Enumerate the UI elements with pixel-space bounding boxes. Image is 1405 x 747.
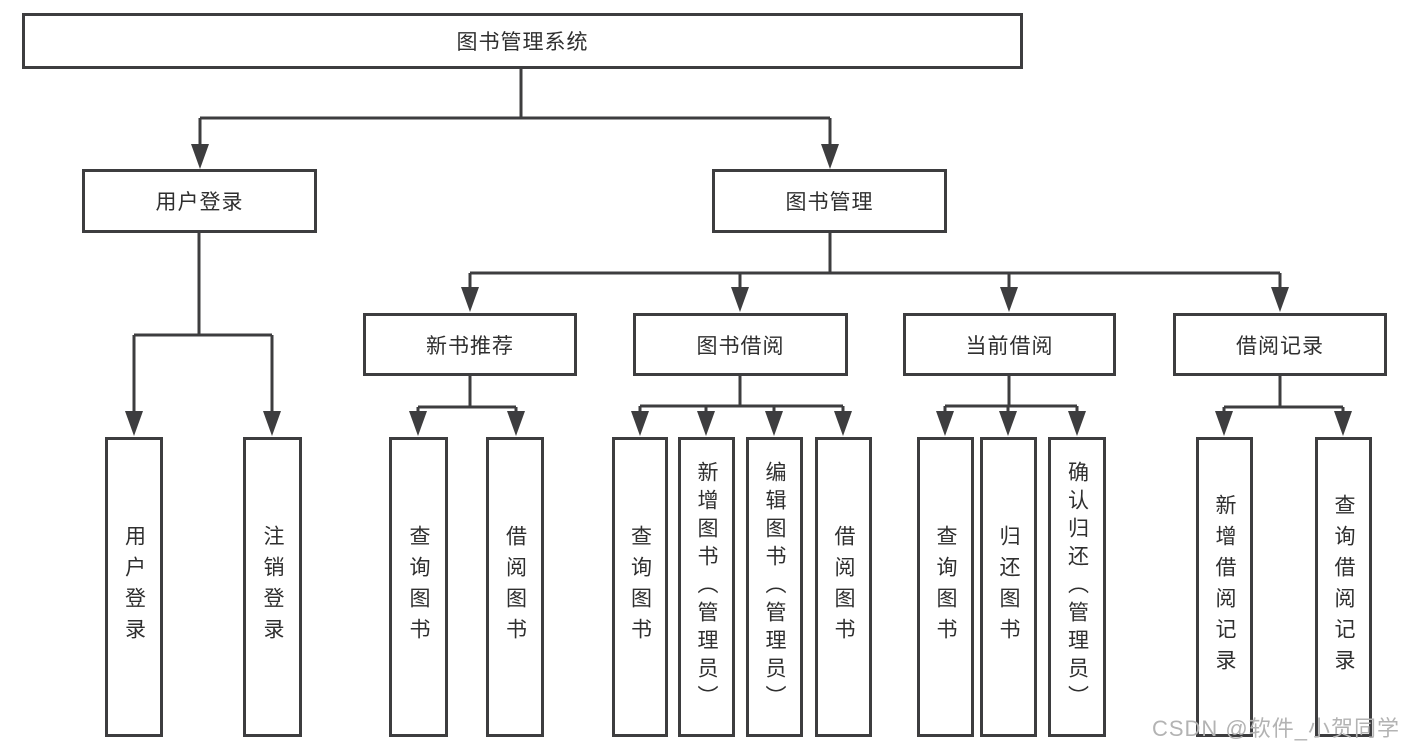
node-user-login-label: 用户登录 <box>155 191 244 214</box>
node-book-borrowing-label: 图书借阅 <box>696 334 785 358</box>
leaf-add-borrow-record: 新增借阅记录 <box>1196 437 1253 737</box>
node-book-management: 图书管理 <box>712 169 947 233</box>
leaf-add-books-admin-label: 新增图书（管理员） <box>695 461 718 713</box>
leaf-query-borrow-record-label: 查询借阅记录 <box>1332 494 1355 680</box>
node-root-label: 图书管理系统 <box>456 31 589 54</box>
leaf-query-books-recommend-label: 查询图书 <box>407 525 430 649</box>
leaf-confirm-return-admin: 确认归还（管理员） <box>1048 437 1106 737</box>
leaf-logout-label: 注销登录 <box>261 525 284 649</box>
leaf-query-borrow-record: 查询借阅记录 <box>1315 437 1372 737</box>
leaf-add-borrow-record-label: 新增借阅记录 <box>1213 494 1236 680</box>
leaf-add-books-admin: 新增图书（管理员） <box>678 437 735 737</box>
node-borrowing-records-label: 借阅记录 <box>1236 334 1324 358</box>
leaf-borrow-books: 借阅图书 <box>815 437 872 737</box>
node-root: 图书管理系统 <box>22 13 1023 69</box>
csdn-watermark: CSDN @软件_小贺同学 <box>1151 716 1400 741</box>
leaf-edit-books-admin-label: 编辑图书（管理员） <box>763 461 786 713</box>
leaf-edit-books-admin: 编辑图书（管理员） <box>746 437 803 737</box>
leaf-borrow-books-label: 借阅图书 <box>832 525 855 649</box>
leaf-query-books-current: 查询图书 <box>917 437 974 737</box>
leaf-query-books-recommend: 查询图书 <box>389 437 448 737</box>
leaf-query-books-borrow: 查询图书 <box>612 437 668 737</box>
leaf-return-books: 归还图书 <box>980 437 1037 737</box>
node-new-book-recommendation: 新书推荐 <box>363 313 577 376</box>
node-user-login: 用户登录 <box>82 169 317 233</box>
leaf-confirm-return-admin-label: 确认归还（管理员） <box>1065 461 1089 713</box>
leaf-user-login: 用户登录 <box>105 437 163 737</box>
leaf-return-books-label: 归还图书 <box>997 525 1020 649</box>
leaf-borrow-books-recommend-label: 借阅图书 <box>503 525 527 649</box>
node-current-borrowing-label: 当前借阅 <box>965 334 1054 358</box>
node-borrowing-records: 借阅记录 <box>1173 313 1387 376</box>
leaf-borrow-books-recommend: 借阅图书 <box>486 437 544 737</box>
leaf-query-books-borrow-label: 查询图书 <box>628 525 652 649</box>
leaf-logout: 注销登录 <box>243 437 302 737</box>
node-current-borrowing: 当前借阅 <box>903 313 1116 376</box>
leaf-user-login-label: 用户登录 <box>122 525 146 649</box>
leaf-query-books-current-label: 查询图书 <box>934 525 957 649</box>
node-book-management-label: 图书管理 <box>785 191 874 214</box>
node-book-borrowing: 图书借阅 <box>633 313 848 376</box>
node-new-book-recommendation-label: 新书推荐 <box>426 334 514 358</box>
